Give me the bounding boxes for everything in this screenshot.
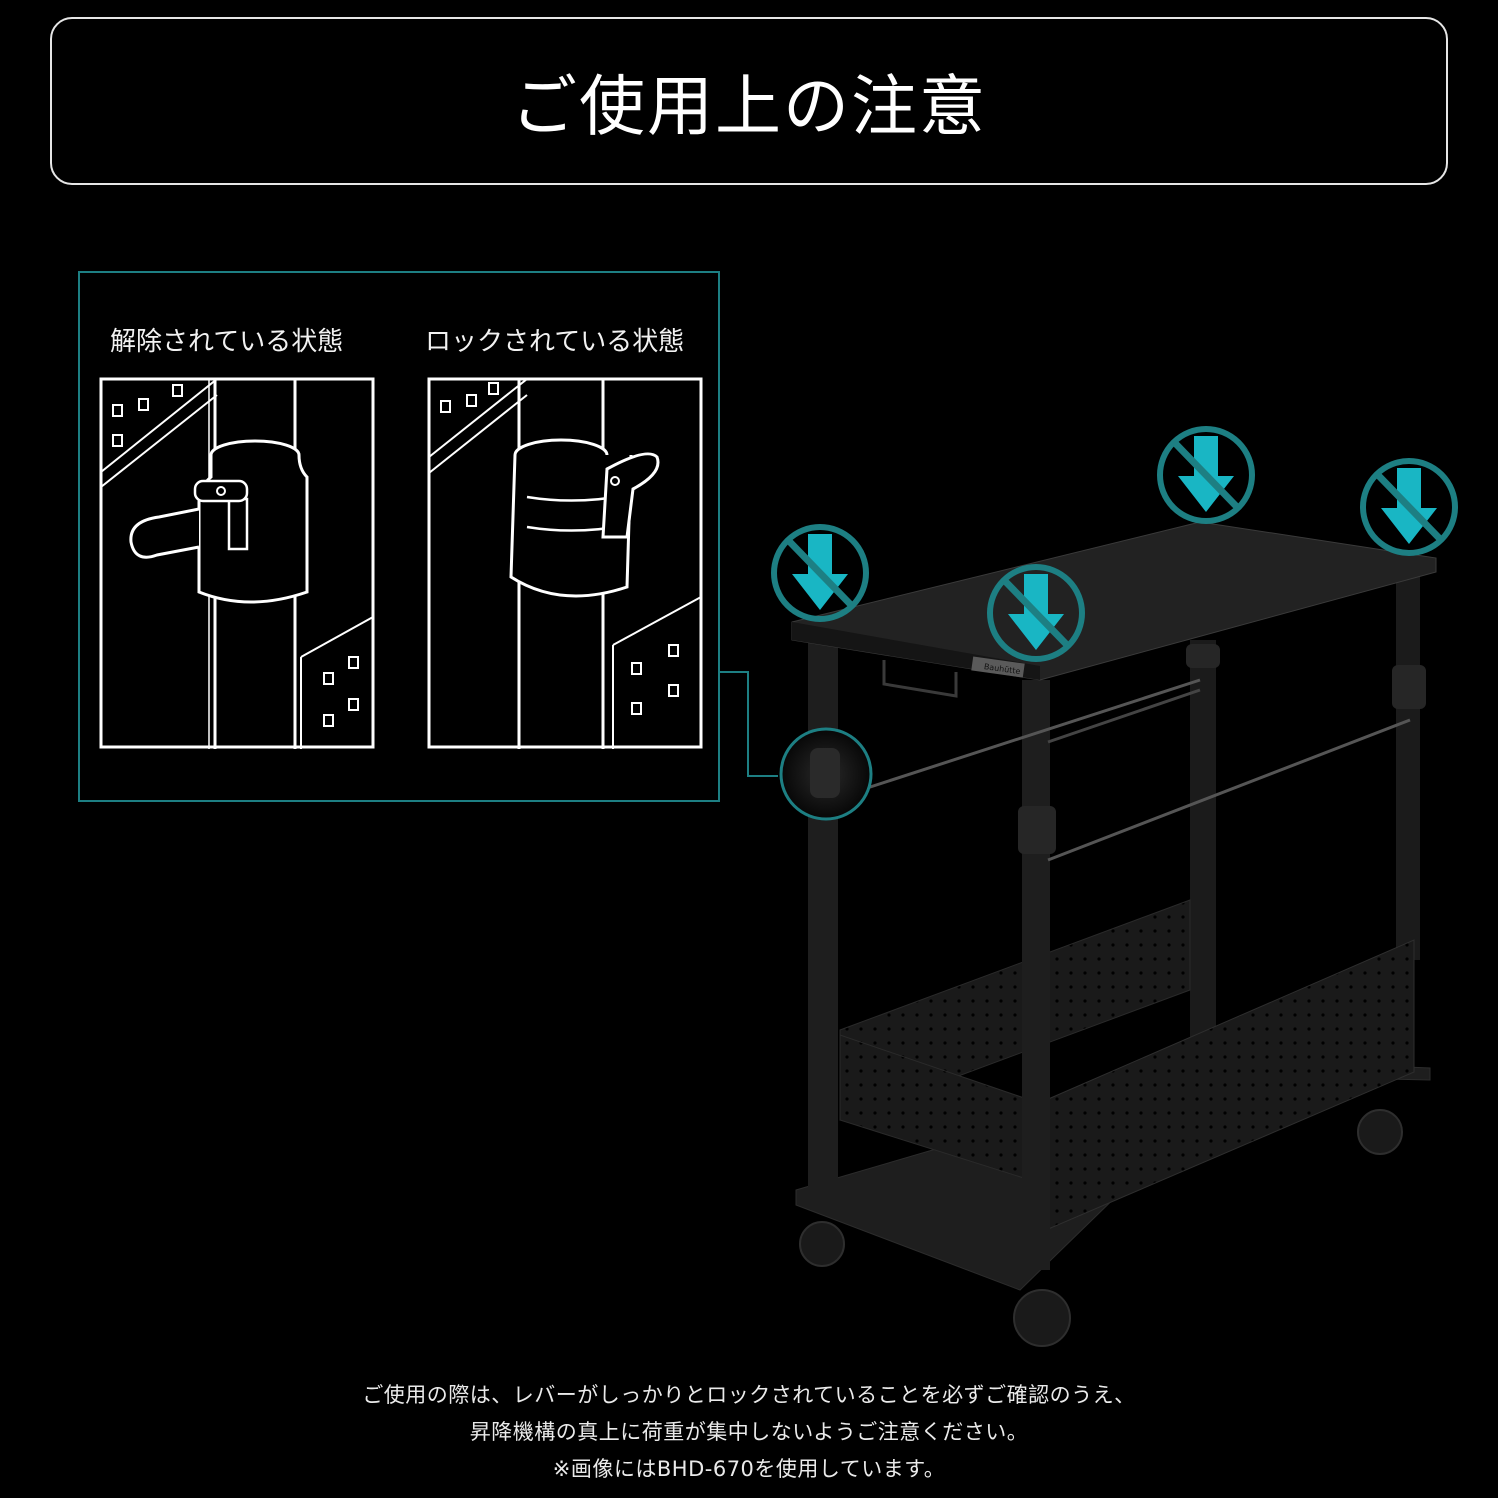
locked-lever-illustration: [427, 377, 703, 749]
no-press-down-icon: [987, 564, 1085, 662]
locked-state-label: ロックされている状態: [425, 327, 685, 357]
released-state-label: 解除されている状態: [110, 327, 344, 357]
page-title: ご使用上の注意: [511, 68, 987, 145]
cart-illustration: Bauhütte: [720, 426, 1458, 1347]
no-press-down-icon: [1157, 426, 1255, 524]
caption-line-2: 昇降機構の真上に荷重が集中しないようご注意ください。: [469, 1420, 1029, 1444]
caption-line-1: ご使用の際は、レバーがしっかりとロックされていることを必ずご確認のうえ、: [362, 1383, 1136, 1407]
title-box: ご使用上の注意: [50, 17, 1448, 185]
connector-line: [720, 671, 778, 777]
caption-line-3: ※画像にはBHD-670を使用しています。: [552, 1457, 946, 1481]
no-press-down-icon: [771, 524, 869, 622]
lever-detail-panel: 解除されている状態 ロックされている状態: [78, 271, 720, 802]
released-lever-illustration: [99, 377, 375, 749]
no-press-down-icon: [1360, 458, 1458, 556]
